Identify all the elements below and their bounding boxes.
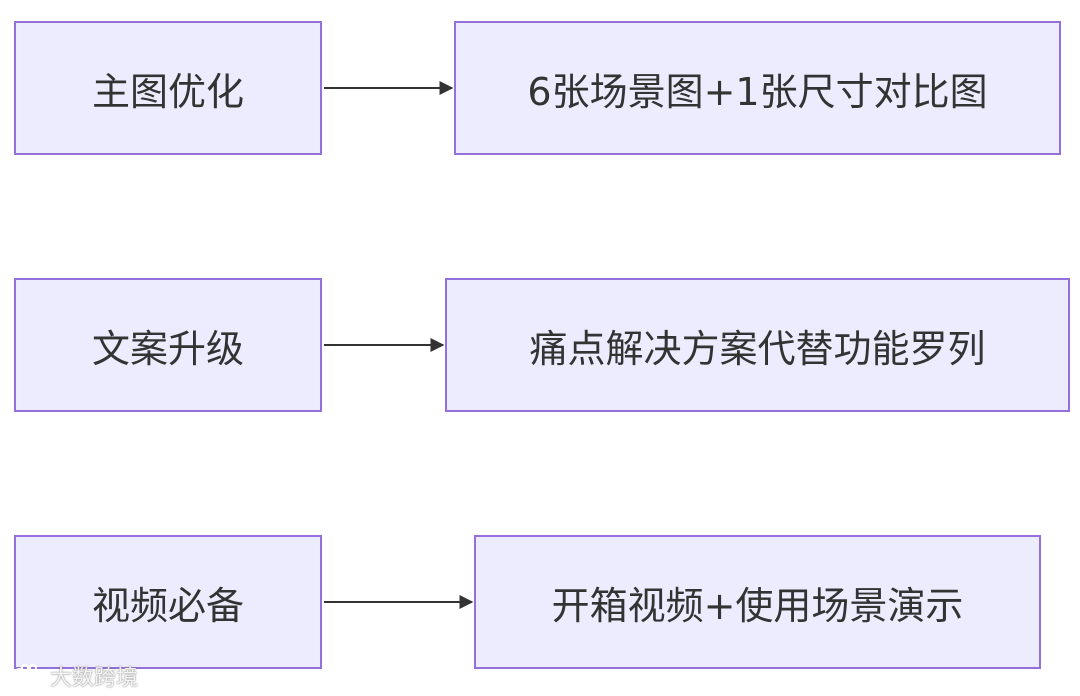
node-video-essential: 视频必备 [14, 535, 322, 669]
node-label: 文案升级 [91, 326, 244, 371]
node-label: 主图优化 [91, 69, 244, 114]
node-label: 视频必备 [91, 583, 244, 628]
node-pain-point-solutions: 痛点解决方案代替功能罗列 [445, 278, 1070, 412]
node-scene-images: 6张场景图+1张尺寸对比图 [454, 21, 1061, 155]
watermark-logo-icon [10, 664, 37, 686]
node-unboxing-video: 开箱视频+使用场景演示 [474, 535, 1041, 669]
watermark: 大数跨境 [8, 660, 138, 692]
node-main-image-optimization: 主图优化 [14, 21, 322, 155]
node-copy-upgrade: 文案升级 [14, 278, 322, 412]
node-label: 开箱视频+使用场景演示 [551, 583, 964, 628]
node-label: 痛点解决方案代替功能罗列 [529, 326, 986, 371]
watermark-text: 大数跨境 [50, 666, 139, 691]
node-label: 6张场景图+1张尺寸对比图 [527, 69, 988, 114]
